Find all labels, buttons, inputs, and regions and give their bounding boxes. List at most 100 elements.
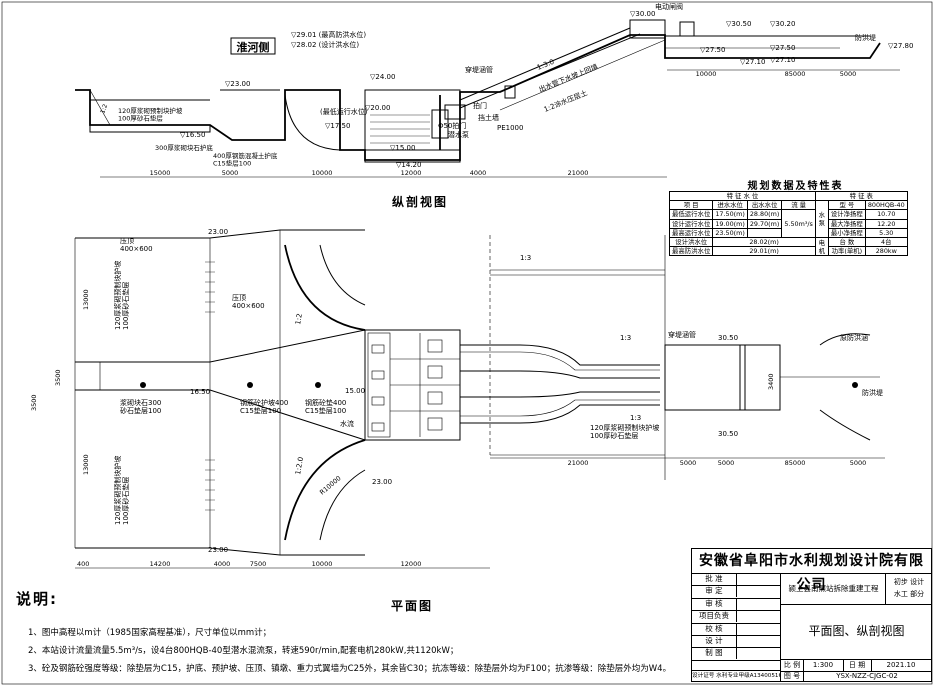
lbl-el-1500: 15.00 — [345, 387, 365, 395]
tb-label: 批 准 — [692, 573, 737, 585]
spec-table: 特 征 水 位 特 征 表 项 目 进水水位 出水水位 流 量 水泵 型 号 8… — [668, 190, 908, 257]
pump-house-base — [364, 149, 461, 163]
el-3000: ▽30.00 — [630, 10, 655, 18]
lbl-block-top: 120厚浆砌预制块护坡100厚砂石垫层 — [113, 261, 130, 330]
section-view: 淮河侧 ▽29.01 (最高防洪水位) ▽28.02 (设计洪水位) 1:2 — [75, 2, 913, 209]
spec-head-right: 特 征 表 — [814, 190, 908, 202]
spec-cell: 29.01(m) — [712, 246, 816, 257]
spec-side-label: 水泵 — [814, 200, 829, 238]
el-3050: ▽30.50 — [726, 20, 751, 28]
channel-top — [75, 329, 366, 363]
spec-cell: 29.70(m) — [746, 218, 783, 229]
table-row: 最低运行水位 17.50(m) 28.80(m) 5.50m³/s 设计净扬程 … — [668, 209, 908, 238]
tb-row-verify: 审 定 — [692, 585, 780, 599]
outlet-chamber — [739, 344, 781, 411]
slope-fill-line — [499, 39, 666, 111]
spec-cell: 台 数 — [827, 236, 866, 248]
el-3020: ▽30.20 — [770, 20, 795, 28]
notes-heading: 说明: — [16, 590, 58, 608]
lbl-slope13c: 1:3 — [630, 414, 641, 422]
outlet-pipe-joint — [444, 104, 466, 120]
spec-cell: 17.50(m) — [712, 209, 748, 220]
spec-side-label-2: 电机 — [814, 236, 829, 257]
spec-cell: 280kw — [864, 246, 908, 257]
spec-cell: 28.80(m) — [746, 209, 783, 220]
lbl-soil: 1:2涂水压层土 — [542, 88, 588, 114]
note-line-1: 1、图中高程以m计（1985国家高程基准），尺寸单位以mm计； — [28, 628, 272, 638]
lbl-slope20: 1:2.0 — [294, 456, 305, 475]
tb-row-draw: 制 图 — [692, 647, 780, 661]
wing-arc-top-inner — [284, 244, 366, 331]
spec-cell: 12.20 — [864, 218, 908, 229]
lbl-plan-bank-pipe: 穿堤涵管 — [668, 330, 696, 339]
lbl-el-2300a: 23.00 — [208, 228, 228, 236]
wing-arc-top-outer — [319, 244, 366, 306]
pump-house — [364, 89, 461, 161]
lbl-el-3050b: 30.50 — [718, 430, 738, 438]
spec-cell: 10.70 — [864, 209, 908, 220]
lbl-el-2300b: 23.00 — [208, 546, 228, 554]
lbl-w4: 13000 — [82, 454, 90, 475]
spec-cell: 设计洪水位 — [668, 236, 714, 248]
pdim-7500: 7500 — [250, 560, 267, 568]
spec-col: 型 号 — [827, 200, 866, 211]
spec-cell: 最高防洪水位 — [668, 246, 714, 257]
lbl-dike: 防洪堤 — [862, 388, 883, 397]
plan-top-edge — [75, 229, 365, 239]
dim-15000: 15000 — [150, 169, 171, 177]
lbl-slope12a: 1:2 — [294, 313, 304, 325]
spec-cell: 28.02(m) — [712, 236, 816, 248]
tb-label: 审 定 — [692, 585, 737, 598]
tb-no-label: 图 号 — [781, 671, 804, 682]
el-1500: ▽15.00 — [390, 144, 415, 152]
tb-bottom: 比 例 1:300 日 期 2021.10 图 号 YSX-NZZ-CJGC-0… — [780, 659, 932, 682]
dim-10000a: 10000 — [312, 169, 333, 177]
lbl-el-1650: 16.50 — [190, 388, 210, 396]
pdim-400: 400 — [77, 560, 89, 568]
spec-cell: 23.50(m) — [712, 227, 748, 238]
tb-label: 制 图 — [692, 647, 737, 660]
dim-10000b: 10000 — [696, 70, 717, 78]
spec-head-left: 特 征 水 位 — [669, 190, 816, 202]
tb-stage-1: 初步 设计 — [893, 578, 925, 586]
spec-cell: 设计运行水位 — [668, 218, 714, 229]
el-2780: ▽27.80 — [888, 42, 913, 50]
lbl-block-bottom: 120厚浆砌预制块护坡100厚砂石垫层 — [113, 456, 130, 525]
pdim-12000: 12000 — [401, 560, 422, 568]
pdim-4000: 4000 — [214, 560, 231, 568]
lbl-flood-dike: 防洪堤 — [855, 33, 876, 42]
el-1650: ▽16.50 — [180, 131, 205, 139]
plan-marker-3 — [315, 382, 321, 388]
lbl-w2: 3500 — [30, 394, 38, 411]
lbl-electric-valve: 电动闸阀 — [655, 2, 683, 11]
tb-label: 审 核 — [692, 597, 737, 610]
valve — [679, 21, 695, 37]
water-level-design: ▽28.02 (设计洪水位) — [291, 40, 359, 49]
el-2300: ▽23.00 — [225, 80, 250, 88]
dim-85000: 85000 — [785, 70, 806, 78]
lbl-w3: 13000 — [82, 289, 90, 310]
spec-col: 项 目 — [668, 200, 714, 211]
spec-cell: 设计净扬程 — [827, 209, 866, 220]
tb-label: 项目负责 — [692, 610, 737, 623]
spec-cell: 功率(单机) — [827, 246, 866, 257]
pump-body — [431, 109, 449, 139]
dim-12000: 12000 — [401, 169, 422, 177]
pdim-5000a: 5000 — [680, 459, 697, 467]
apron-block — [89, 124, 211, 133]
tb-stage-2: 水工 部分 — [893, 590, 925, 598]
spec-cell: 5.50m³/s — [781, 209, 816, 238]
el-1750: ▽17.50 — [325, 122, 350, 130]
el-2750b: ▽27.50 — [770, 44, 795, 52]
spec-cell — [746, 227, 783, 238]
plan-forebay-cell — [367, 332, 391, 438]
pdim-21000: 21000 — [568, 459, 589, 467]
lbl-slope13a: 1:3 — [520, 254, 531, 262]
tb-no: YSX-NZZ-CJGC-02 — [836, 672, 898, 680]
plan-marker-2 — [247, 382, 253, 388]
plan-pipes — [460, 344, 660, 424]
table-row: 最高防洪水位 29.01(m) 功率(单机) 280kw — [668, 246, 908, 257]
lbl-culvert: 挡土墙 — [478, 113, 499, 122]
